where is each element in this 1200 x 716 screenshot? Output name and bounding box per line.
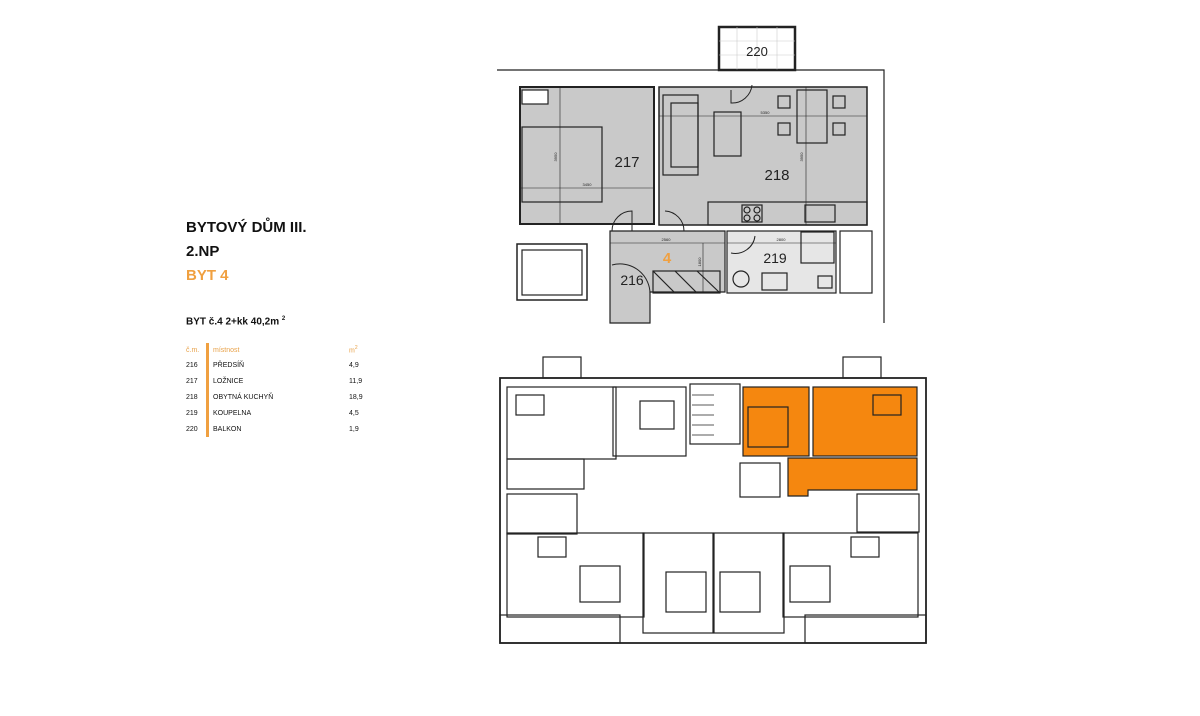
unit-detail-plan <box>497 25 885 324</box>
room-217 <box>519 86 655 225</box>
header-room: místnost <box>213 346 240 354</box>
dim-216-width: 2560 <box>662 237 672 242</box>
label-219: 219 <box>763 250 787 266</box>
dim-216-height: 1800 <box>697 257 702 267</box>
unit-summary: BYT č.4 2+kk 40,2m 2 <box>186 316 285 327</box>
label-218: 218 <box>764 167 789 184</box>
unit-title: BYT 4 <box>186 267 229 284</box>
dim-217-width: 3450 <box>583 182 593 187</box>
dim-218-height: 3950 <box>799 152 804 162</box>
header-no: č.m. <box>186 346 200 354</box>
stove-217 <box>521 89 549 105</box>
label-unit-4: 4 <box>663 250 672 267</box>
dim-219-width: 2800 <box>777 237 787 242</box>
floor-title: 2.NP <box>186 243 220 260</box>
highlight-bedroom <box>742 386 810 457</box>
dim-217-height: 3950 <box>553 152 558 162</box>
building-title: BYTOVÝ DŮM III. <box>186 219 307 236</box>
unit-info: BYTOVÝ DŮM III. 2.NP BYT 4 BYT č.4 2+kk … <box>186 216 386 437</box>
highlight-hall-bath <box>787 457 918 497</box>
bed <box>521 126 603 203</box>
room-219 <box>726 230 837 294</box>
summary-text: BYT č.4 2+kk 40,2m <box>186 316 280 328</box>
label-216: 216 <box>620 272 644 288</box>
summary-sup: 2 <box>281 316 286 322</box>
label-220: 220 <box>746 44 768 59</box>
header-area: m2 <box>349 345 358 355</box>
label-217: 217 <box>614 154 639 171</box>
dim-218-width: 5350 <box>761 110 771 115</box>
table-header: č.m. místnost m2 <box>186 343 379 357</box>
highlight-living <box>812 386 918 457</box>
floor-key-plan <box>499 356 927 644</box>
